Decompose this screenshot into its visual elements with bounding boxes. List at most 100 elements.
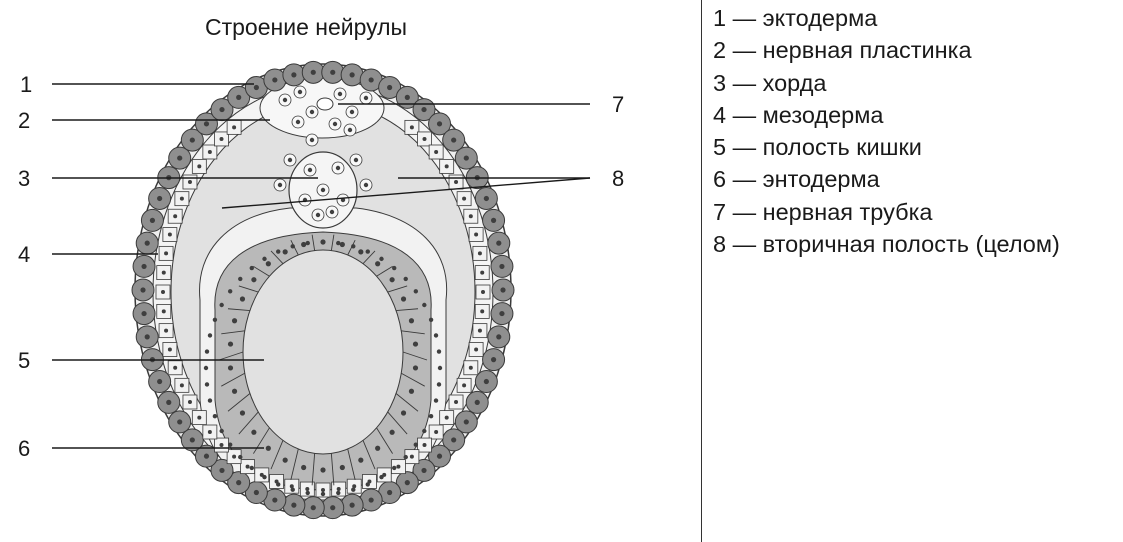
mesoderm-nucleus (392, 265, 397, 271)
endoderm-cell-wall (376, 265, 393, 277)
legend-item-5: 5 — полость кишки (713, 134, 922, 161)
endoderm-nucleus (251, 277, 257, 283)
endoderm-nucleus (400, 410, 407, 416)
mesoderm-nucleus (232, 454, 237, 459)
endoderm-cell-wall (396, 308, 419, 311)
mesoderm-nucleus (454, 400, 459, 405)
endoderm-nucleus (265, 261, 271, 267)
endoderm-nucleus (265, 445, 271, 451)
mesoderm-nucleus (320, 491, 326, 497)
neurula-diagram: 1 2 3 4 5 6 7 8 (18, 60, 624, 520)
ectoderm-nucleus (157, 378, 163, 385)
mesoderm-nucleus (480, 309, 485, 314)
ectoderm-nucleus (219, 467, 225, 474)
mesoderm-nucleus (219, 443, 224, 448)
mesoderm-nucleus (207, 430, 212, 435)
legend-item-8: 8 — вторичная полость (целом) (713, 231, 1060, 258)
endoderm-nucleus (231, 388, 238, 394)
legend-item-2: 2 — нервная пластинка (713, 37, 972, 64)
mesoderm-nucleus (238, 454, 243, 460)
mesoderm-nucleus (207, 398, 213, 403)
legend-item-1: 1 — эктодерма (713, 5, 878, 31)
mesoderm-nucleus (422, 136, 427, 141)
endoderm-nucleus (282, 249, 288, 255)
endoderm-nucleus (239, 296, 246, 302)
ectoderm-nucleus (203, 453, 210, 459)
neural-nucleus (353, 157, 359, 163)
neural-nucleus (335, 165, 341, 171)
mesoderm-nucleus (187, 400, 192, 405)
neural-nucleus (363, 182, 369, 188)
ectoderm-nucleus (483, 195, 489, 202)
mesoderm-nucleus (321, 488, 325, 492)
ectoderm-nucleus (436, 453, 443, 459)
neural-nucleus (349, 109, 355, 115)
ectoderm-nucleus (474, 399, 480, 405)
mesoderm-nucleus (289, 484, 294, 489)
endoderm-cell-wall (362, 440, 376, 470)
endoderm-cell-wall (221, 372, 245, 387)
endoderm-nucleus (358, 457, 364, 463)
mesoderm-nucleus (379, 474, 384, 480)
legend-item-6: 6 — энтодерма (713, 166, 880, 193)
ectoderm-nucleus (272, 77, 278, 83)
neural-canal (316, 97, 334, 111)
endoderm-cell-wall (347, 448, 356, 480)
neural-nucleus (287, 157, 293, 163)
mesoderm-nucleus (232, 125, 237, 130)
ectoderm-nucleus (272, 497, 278, 503)
endoderm-nucleus (389, 277, 395, 283)
neural-nucleus (363, 95, 369, 101)
mesoderm-nucleus (403, 276, 408, 282)
ectoderm-nucleus (141, 310, 147, 317)
ectoderm-nucleus (421, 106, 427, 113)
mesoderm-nucleus (161, 290, 165, 294)
mesoderm-nucleus (249, 265, 254, 271)
mesoderm-nucleus (434, 149, 439, 154)
endoderm-nucleus (408, 318, 415, 324)
ectoderm-nucleus (310, 505, 316, 511)
neural-nucleus (347, 127, 353, 133)
mesoderm-nucleus (351, 487, 356, 492)
ectoderm-nucleus (140, 287, 146, 293)
ectoderm-nucleus (499, 263, 505, 270)
leader-line-8b (221, 177, 591, 209)
ectoderm-nucleus (368, 77, 374, 83)
mesoderm-nucleus (249, 465, 254, 471)
ectoderm-nucleus (189, 437, 195, 443)
mesoderm-nucleus (433, 333, 439, 338)
neural-nucleus (295, 119, 301, 125)
mesoderm-nucleus (433, 398, 439, 403)
endoderm-cell-wall (238, 285, 259, 293)
mesoderm-nucleus (219, 302, 224, 308)
endoderm-cell-wall (311, 234, 316, 251)
callout-4: 4 (18, 242, 30, 267)
endoderm-cell-wall (387, 411, 408, 435)
endoderm-nucleus (408, 388, 415, 394)
endoderm-nucleus (251, 429, 257, 435)
ectoderm-nucleus (144, 334, 150, 340)
mesoderm-nucleus (305, 487, 310, 492)
ectoderm-nucleus (189, 137, 195, 143)
ectoderm-nucleus (253, 84, 259, 91)
ectoderm-nucleus (483, 378, 489, 385)
mesoderm-nucleus (336, 490, 341, 496)
ectoderm-nucleus (451, 137, 457, 143)
mesoderm-nucleus (336, 240, 341, 246)
ectoderm-nucleus (387, 84, 393, 91)
mesoderm-nucleus (161, 270, 166, 275)
mesoderm-nucleus (379, 256, 384, 262)
mesoderm-nucleus (167, 232, 172, 237)
mesoderm-nucleus (207, 149, 212, 154)
ectoderm-nucleus (404, 480, 410, 486)
ectoderm-nucleus (219, 106, 225, 113)
mesoderm-nucleus (392, 465, 397, 471)
mesoderm-nucleus (212, 317, 218, 322)
ectoderm-nucleus (387, 489, 393, 496)
mesoderm-nucleus (413, 289, 419, 294)
ectoderm-nucleus (236, 94, 242, 100)
endoderm-cell-wall (218, 351, 244, 361)
ectoderm-nucleus (463, 155, 469, 161)
mesoderm-nucleus (352, 484, 357, 489)
endoderm-nucleus (375, 445, 381, 451)
